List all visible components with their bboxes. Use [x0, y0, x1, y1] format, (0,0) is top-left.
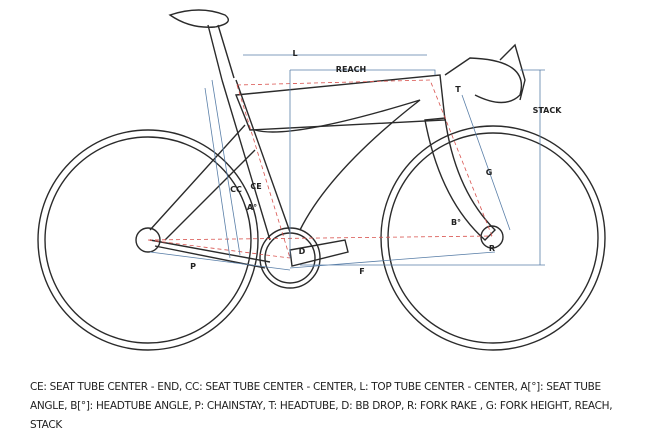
reference-lines: [147, 79, 493, 259]
legend-caption: CE: SEAT TUBE CENTER - END, CC: SEAT TUB…: [30, 381, 613, 431]
label-cc: CC: [230, 185, 242, 194]
label-f: F: [359, 267, 364, 276]
saddle: [168, 9, 229, 28]
label-g: G: [486, 168, 493, 177]
frame: [135, 9, 526, 289]
fork: [424, 117, 496, 241]
label-a: A°: [247, 203, 257, 212]
rear-hub: [135, 227, 161, 253]
front-hub: [480, 225, 504, 249]
label-p: P: [190, 262, 196, 271]
label-l: L: [292, 49, 297, 58]
label-t: T: [455, 85, 461, 94]
front-wheel: [380, 125, 606, 351]
label-ce: CE: [250, 182, 261, 191]
label-reach: REACH: [336, 65, 366, 74]
handlebar: [444, 43, 526, 104]
label-r: R: [489, 244, 495, 253]
bike-geometry-diagram: L REACH T STACK G CC CE A° B° D R P F: [37, 9, 606, 351]
crank-arm: [289, 239, 349, 267]
seatpost: [207, 24, 235, 81]
label-d: D: [299, 247, 306, 256]
label-b: B°: [451, 218, 461, 227]
dimension-lines: [149, 54, 545, 271]
label-stack: STACK: [533, 106, 563, 115]
rear-wheel: [37, 129, 259, 351]
